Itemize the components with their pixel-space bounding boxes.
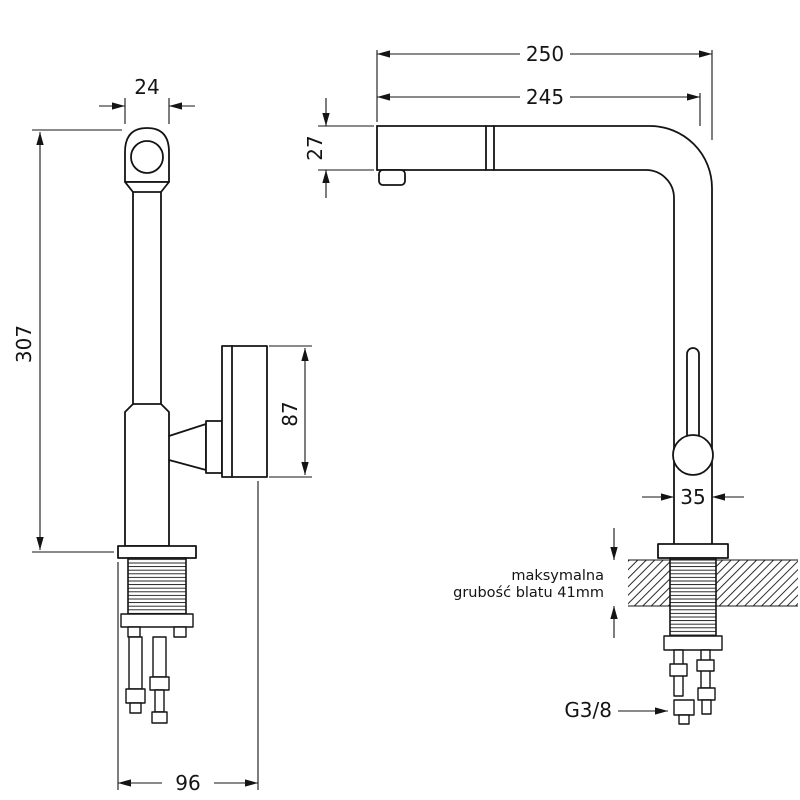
dim-87-extension [269,345,312,478]
dim-250-extension [376,50,713,140]
dim-245-label: 245 [526,85,564,109]
dim-24-label: 24 [134,75,159,99]
handle-ring [205,420,223,474]
hose-tube [701,699,712,715]
dim-35-label: 35 [680,485,705,509]
thread-size-label: G3/8 [564,698,612,722]
hose-tip [678,714,690,725]
dim-87-label: 87 [278,401,302,426]
mounting-hardware [173,626,187,638]
dim-307-extension [32,129,122,553]
handle-cone [168,423,207,471]
handle-lever [221,345,268,478]
hose-nut [149,676,170,691]
aerator-nozzle [378,169,406,186]
base-plate [117,545,197,559]
spout-outer-outline [376,125,713,545]
mounting-nut [669,663,688,677]
countertop-hatch [716,560,798,606]
side-view: 24 307 87 96 [12,75,312,795]
handle-ball [672,434,714,476]
hose-connector-g38 [673,699,695,716]
pullout-head-joint [485,125,495,171]
countertop-note-line1: maksymalna [511,568,604,584]
mounting-hardware [127,626,141,638]
hose-tube [152,636,167,678]
hose-connector [697,687,716,701]
countertop-note-line2: grubość blatu 41mm [453,585,604,601]
front-view: 250 245 27 35 maksymalna grubość blatu 4… [303,42,798,725]
hose-tube [154,689,165,713]
hose-tip [129,702,142,714]
mounting-bracket [663,635,723,651]
dim-96-extension [117,481,259,790]
dim-307-label: 307 [12,325,36,363]
threaded-shank [127,557,187,615]
riser-pipe [132,191,162,405]
dim-250-label: 250 [526,42,564,66]
spout-outlet-circle [130,140,164,174]
handle-stem [686,347,700,441]
dim-96-label: 96 [175,771,200,795]
hose-nut [125,688,146,704]
countertop-hatch [628,560,670,606]
mixer-body [124,403,170,547]
spout-inner-outline [376,169,675,545]
dim-27-label: 27 [303,135,327,160]
head-neck [124,181,170,193]
mounting-nut [696,659,715,672]
hose-connector [151,711,168,724]
mounting-bracket [120,613,194,628]
threaded-shank [669,557,717,637]
base-flange [657,543,729,559]
dim-24-extension [124,98,170,124]
hose-tube [128,636,143,690]
